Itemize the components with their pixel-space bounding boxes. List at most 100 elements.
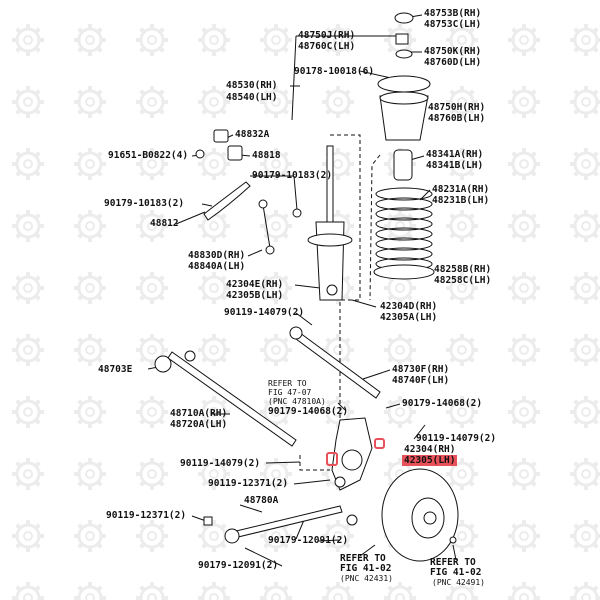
label-48812[interactable]: 48812	[150, 218, 179, 229]
gear-logo-icon	[570, 210, 600, 242]
gear-logo-icon	[260, 24, 292, 56]
gear-logo-icon	[446, 210, 478, 242]
gear-logo-icon	[446, 86, 478, 118]
gear-logo-icon	[260, 86, 292, 118]
gear-logo-icon	[136, 210, 168, 242]
bolt	[195, 149, 205, 159]
refer-note-3-line1[interactable]: REFER TO	[430, 557, 476, 568]
label-48832a[interactable]: 48832A	[235, 129, 270, 140]
label-48341a[interactable]: 48341A(RH)	[426, 149, 484, 160]
leader-line	[359, 544, 376, 557]
label-90179-12091-a[interactable]: 90179-12091(2)	[268, 535, 349, 546]
bushing-bracket	[213, 129, 229, 143]
gear-logo-icon	[508, 458, 540, 490]
label-42304d[interactable]: 42304D(RH)	[380, 301, 438, 312]
gear-logo-icon	[198, 458, 230, 490]
leader-line	[413, 424, 426, 440]
label-90179-10183-b[interactable]: 90179-10183(2)	[104, 198, 185, 209]
label-91651-b0822[interactable]: 91651-B0822(4)	[108, 150, 189, 161]
label-48703e[interactable]: 48703E	[98, 364, 133, 375]
label-90119-14079-b[interactable]: 90119-14079(2)	[180, 458, 261, 469]
label-42304e[interactable]: 42304E(RH)	[226, 279, 284, 290]
label-48750k[interactable]: 48750K(RH)	[424, 46, 482, 57]
refer-note-1-line1[interactable]: REFER TO	[268, 379, 307, 388]
spring-coil	[375, 187, 433, 201]
label-90179-10183-a[interactable]: 90179-10183(2)	[252, 170, 333, 181]
label-90179-14068-a[interactable]: 90179-14068(2)	[268, 406, 349, 417]
gear-logo-icon	[12, 458, 44, 490]
label-48753b[interactable]: 48753B(RH)	[424, 8, 482, 19]
label-48530[interactable]: 48530(RH)	[226, 80, 278, 91]
gear-logo-icon	[136, 86, 168, 118]
label-48753c[interactable]: 48753C(LH)	[424, 19, 482, 30]
gear-logo-icon	[12, 210, 44, 242]
label-48341b[interactable]: 48341B(LH)	[426, 160, 484, 171]
gear-logo-icon	[12, 272, 44, 304]
gear-logo-icon	[446, 148, 478, 180]
gear-logo-icon	[570, 458, 600, 490]
leader-line	[359, 369, 391, 381]
gear-logo-icon	[74, 86, 106, 118]
label-48760c[interactable]: 48760C(LH)	[298, 41, 356, 52]
refer-note-1-line3[interactable]: (PNC 47810A)	[268, 397, 326, 406]
label-90179-12091-b[interactable]: 90179-12091(2)	[198, 560, 279, 571]
gear-logo-icon	[446, 24, 478, 56]
label-90119-12371-a[interactable]: 90119-12371(2)	[208, 478, 289, 489]
refer-note-3-line2[interactable]: FIG 41-02	[430, 567, 482, 578]
gear-logo-icon	[508, 396, 540, 428]
label-48720a[interactable]: 48720A(LH)	[170, 419, 228, 430]
label-48740f[interactable]: 48740F(LH)	[392, 375, 450, 386]
gear-logo-icon	[508, 210, 540, 242]
refer-note-2-line1[interactable]: REFER TO	[340, 553, 386, 564]
label-90119-12371-b[interactable]: 90119-12371(2)	[106, 510, 187, 521]
label-48750j[interactable]: 48750J(RH)	[298, 30, 356, 41]
nut	[292, 208, 302, 218]
label-90178-10018[interactable]: 90178-10018(6)	[294, 66, 375, 77]
gear-logo-icon	[136, 582, 168, 600]
gear-logo-icon	[198, 148, 230, 180]
label-48258c[interactable]: 48258C(LH)	[434, 275, 492, 286]
gear-logo-icon	[570, 520, 600, 552]
gear-logo-icon	[384, 396, 416, 428]
gear-logo-icon	[508, 520, 540, 552]
label-42305b[interactable]: 42305B(LH)	[226, 290, 284, 301]
gear-logo-icon	[74, 520, 106, 552]
gear-logo-icon	[322, 86, 354, 118]
label-48231a[interactable]: 48231A(RH)	[432, 184, 490, 195]
refer-note-2-line2[interactable]: FIG 41-02	[340, 563, 392, 574]
gear-logo-icon	[136, 520, 168, 552]
label-48710a[interactable]: 48710A(RH)	[170, 408, 228, 419]
label-48830d[interactable]: 48830D(RH)	[188, 250, 246, 261]
bushing	[227, 145, 243, 161]
gear-logo-icon	[508, 334, 540, 366]
label-90179-14068-b[interactable]: 90179-14068(2)	[402, 398, 483, 409]
label-42305-highlighted[interactable]: 42305(LH)	[402, 455, 458, 466]
label-48750h[interactable]: 48750H(RH)	[428, 102, 486, 113]
label-42305a[interactable]: 42305A(LH)	[380, 312, 438, 323]
bracket-hole	[326, 284, 338, 296]
label-48840a[interactable]: 48840A(LH)	[188, 261, 246, 272]
gear-logo-icon	[198, 24, 230, 56]
label-48760d[interactable]: 48760D(LH)	[424, 57, 482, 68]
gear-logo-icon	[12, 24, 44, 56]
gear-logo-icon	[136, 272, 168, 304]
label-48760b[interactable]: 48760B(LH)	[428, 113, 486, 124]
link-joint	[258, 199, 268, 209]
label-48730f[interactable]: 48730F(RH)	[392, 364, 450, 375]
refer-note-2-line3[interactable]: (PNC 42431)	[340, 574, 393, 583]
label-48540[interactable]: 48540(LH)	[226, 92, 278, 103]
label-48818[interactable]: 48818	[252, 150, 281, 161]
label-90119-14079-a[interactable]: 90119-14079(2)	[224, 307, 305, 318]
refer-note-1-line2[interactable]: FIG 47-07	[268, 388, 312, 397]
bolt-head	[203, 516, 213, 526]
gear-logo-icon	[446, 334, 478, 366]
refer-note-3-line3[interactable]: (PNC 42491)	[432, 578, 485, 587]
arm-bushing	[184, 350, 196, 362]
label-48258b[interactable]: 48258B(RH)	[434, 264, 492, 275]
label-48780a[interactable]: 48780A	[244, 495, 279, 506]
label-42304[interactable]: 42304(RH)	[404, 444, 456, 455]
gear-logo-icon	[322, 334, 354, 366]
label-90119-14079-c[interactable]: 90119-14079(2)	[416, 433, 497, 444]
gear-logo-icon	[508, 272, 540, 304]
label-48231b[interactable]: 48231B(LH)	[432, 195, 490, 206]
